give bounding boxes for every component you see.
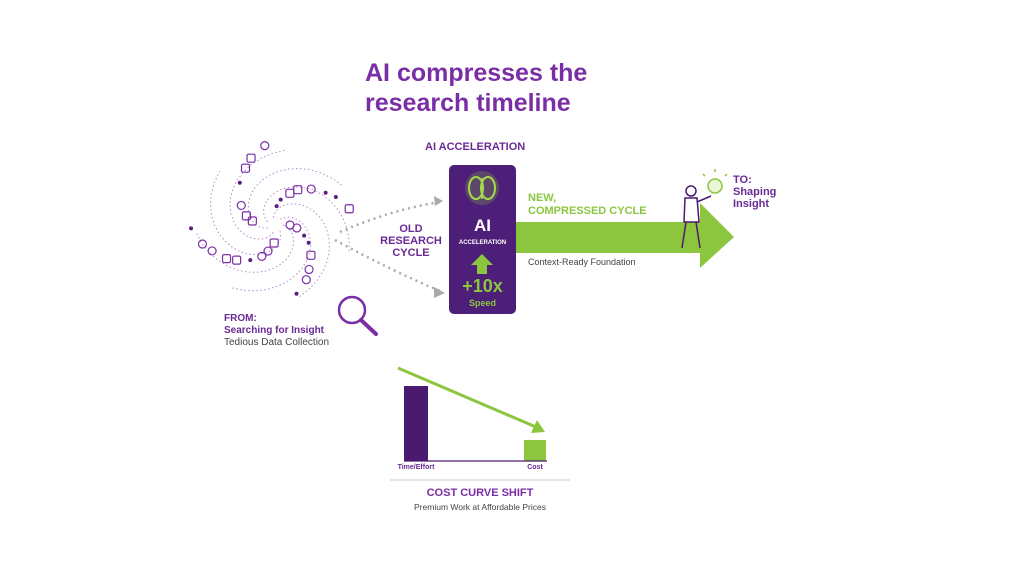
- data-node-icon: [207, 246, 217, 256]
- data-dot: [306, 240, 311, 245]
- document-icon: [232, 255, 242, 265]
- document-icon: [344, 204, 354, 214]
- document-icon: [306, 250, 316, 260]
- old-cycle-line-2: RESEARCH: [380, 235, 442, 247]
- brain-icon: [465, 171, 499, 205]
- cost-trend-arrow-head: [531, 420, 545, 433]
- up-arrow-icon: [471, 254, 493, 274]
- bar-label-cost: Cost: [527, 464, 543, 471]
- from-subtitle: Tedious Data Collection: [224, 337, 330, 348]
- spiral-arm: [272, 203, 330, 297]
- cost-chart-subtitle: Premium Work at Affordable Prices: [414, 502, 546, 512]
- person-with-lightbulb-icon: [681, 169, 728, 249]
- cost-trend-arrow-line: [397, 366, 537, 429]
- data-node-icon: [197, 239, 208, 249]
- speed-multiplier: +10x: [462, 276, 503, 296]
- bar-time-effort: [404, 386, 428, 461]
- data-spiral-icons: [189, 141, 354, 297]
- document-icon: [221, 254, 232, 264]
- data-node-icon: [301, 275, 311, 285]
- data-dot: [302, 233, 307, 238]
- document-icon: [247, 216, 257, 226]
- arrow-head-down: [434, 287, 445, 298]
- magnifier-icon: [337, 295, 378, 336]
- new-cycle-line-1: NEW,: [528, 192, 557, 204]
- data-dot: [274, 204, 279, 209]
- ai-acceleration-box: [449, 165, 516, 314]
- old-cycle-arrow-down: [334, 238, 441, 293]
- document-icon: [285, 188, 295, 198]
- data-dot: [294, 291, 299, 296]
- old-cycle-line-3: CYCLE: [392, 247, 430, 259]
- ai-acceleration-header: AI ACCELERATION: [425, 141, 526, 153]
- data-dot: [333, 194, 338, 199]
- ai-big-label: AI: [474, 216, 491, 235]
- data-node-icon: [257, 251, 267, 261]
- context-ready-caption: Context-Ready Foundation: [528, 257, 636, 267]
- spiral-arm: [195, 224, 295, 273]
- from-label: FROM: Searching for Insight Tedious Data…: [224, 313, 329, 349]
- spiral-arm: [263, 186, 350, 252]
- speed-label: Speed: [468, 298, 496, 308]
- data-node-icon: [292, 223, 302, 233]
- compressed-cycle-arrow: [516, 203, 734, 268]
- to-line-2: Insight: [733, 198, 770, 210]
- bar-cost: [524, 440, 546, 461]
- new-cycle-line-2: COMPRESSED CYCLE: [528, 205, 647, 217]
- cost-chart-title: COST CURVE SHIFT: [426, 487, 534, 499]
- title-line-2: research timeline: [365, 89, 571, 117]
- data-node-icon: [263, 246, 273, 256]
- bar-label-time-effort: Time/Effort: [397, 464, 435, 471]
- data-node-icon: [304, 264, 314, 275]
- page-title: AI compresses the research timeline: [365, 58, 587, 118]
- from-prefix: FROM:: [224, 313, 257, 324]
- data-node-icon: [236, 200, 246, 211]
- to-line-1: Shaping: [733, 186, 777, 198]
- data-node-icon: [260, 141, 270, 151]
- ai-small-label: ACCELERATION: [458, 240, 507, 246]
- data-node-icon: [306, 184, 316, 194]
- arrow-head-up: [434, 196, 443, 206]
- spiral-arm: [247, 167, 344, 229]
- old-research-cycle-label: OLD RESEARCH CYCLE: [376, 223, 446, 259]
- data-dot: [278, 197, 283, 202]
- document-icon: [241, 211, 252, 221]
- data-dot: [189, 226, 194, 231]
- data-dot: [323, 190, 328, 195]
- to-prefix: TO:: [733, 174, 752, 186]
- old-cycle-line-1: OLD: [399, 223, 423, 235]
- document-icon: [246, 153, 256, 163]
- data-dot: [237, 180, 242, 185]
- title-line-1: AI compresses the: [365, 59, 588, 87]
- spiral-arm: [229, 149, 286, 240]
- cost-chart: [397, 366, 547, 462]
- to-label: TO: Shaping Insight: [733, 174, 776, 210]
- new-cycle-label: NEW, COMPRESSED CYCLE: [528, 192, 647, 218]
- document-icon: [269, 238, 279, 248]
- spiral-arm: [231, 216, 311, 292]
- data-dot: [248, 258, 253, 263]
- document-icon: [293, 185, 303, 195]
- from-heading: Searching for Insight: [224, 325, 325, 336]
- document-icon: [240, 163, 251, 173]
